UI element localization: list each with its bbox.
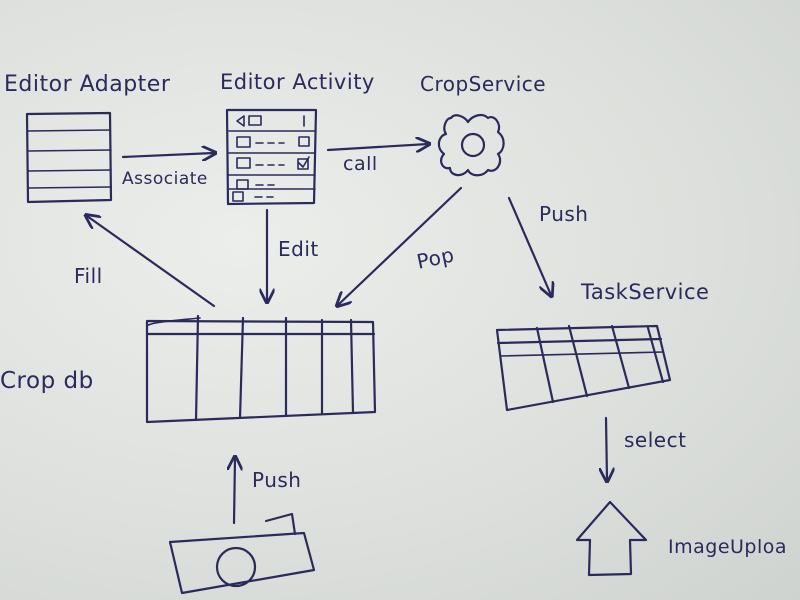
push-to-task-arrow (507, 196, 551, 295)
call-label: call (343, 153, 378, 175)
editor-activity-label: Editor Activity (220, 70, 375, 94)
associate-arrow (121, 153, 214, 157)
pop-arrow (338, 186, 463, 305)
edit-label: Edit (278, 237, 319, 261)
fill-arrow (87, 216, 216, 308)
fill-label: Fill (74, 264, 103, 288)
push-from-camera-arrow (234, 458, 235, 525)
editor-activity-box (225, 108, 318, 206)
associate-label: Associate (122, 169, 208, 189)
editor-adapter-label: Editor Adapter (4, 72, 171, 97)
task-service-label: TaskService (581, 280, 710, 304)
crop-service-gear-icon (437, 113, 505, 177)
image-upload-label: ImageUploa (668, 536, 788, 558)
select-arrow (606, 416, 607, 480)
select-label: select (624, 428, 687, 452)
crop-service-label: CropService (420, 72, 547, 96)
push-to-task-label: Push (539, 202, 589, 226)
crop-db-label: Crop db (0, 368, 94, 394)
camera-icon (168, 512, 316, 595)
call-arrow (326, 144, 428, 150)
task-service-table (495, 324, 672, 412)
push-from-camera-label: Push (252, 468, 302, 492)
image-upload-arrow-icon (575, 500, 648, 577)
editor-adapter-box (25, 111, 113, 204)
crop-db-table (145, 314, 377, 424)
